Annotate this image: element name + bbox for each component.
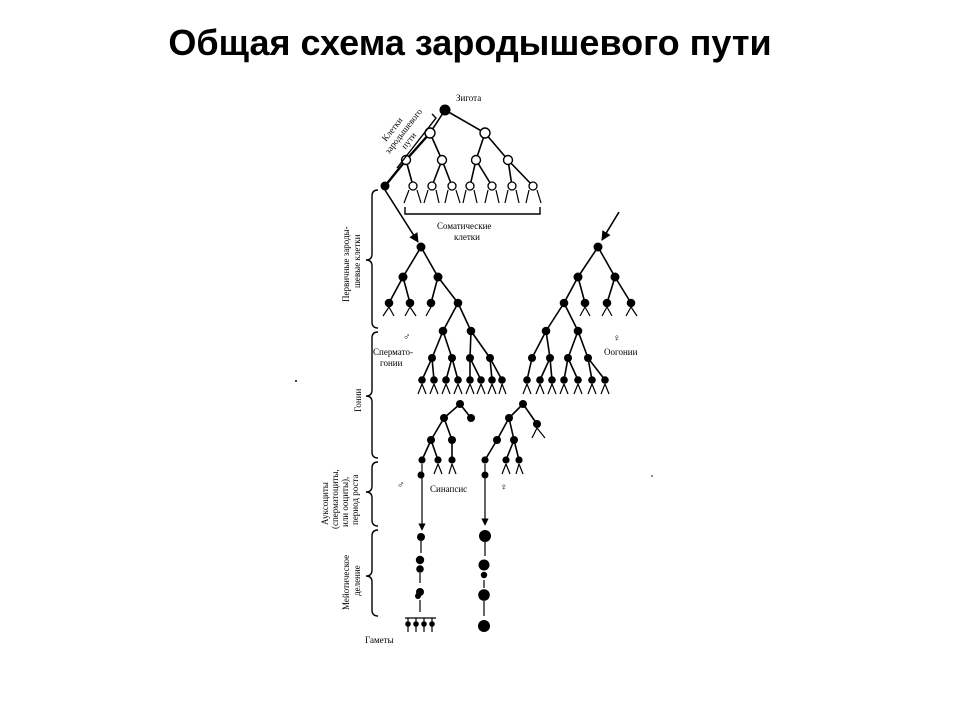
male-lineage	[382, 189, 507, 395]
male-symbol-1: ♂	[403, 332, 411, 343]
female-symbol-1: ♀	[613, 333, 621, 344]
somatic-bracket	[404, 207, 541, 215]
gonia-label: Гонии	[353, 388, 363, 412]
germline-bracket	[396, 113, 437, 169]
auxocytes-label: Ауксоциты (сперматоциты, или ооциты), пе…	[320, 467, 360, 529]
oogonia-label: Оогонии	[604, 347, 638, 357]
meiosis-male	[405, 464, 436, 632]
slide-title: Общая схема зародышевого пути	[168, 22, 772, 63]
spermatogonia-label-1: Сперматo-	[373, 347, 413, 357]
cleavage-tree	[380, 104, 542, 204]
gametes-label: Гаметы	[365, 635, 394, 645]
spermatogonia-label-2: гонии	[380, 358, 403, 368]
zygote-label: Зигота	[456, 93, 481, 103]
synapsis-label: Синапсис	[430, 484, 467, 494]
female-lineage	[522, 211, 638, 395]
somatic-label-1: Соматические	[437, 221, 491, 231]
male-symbol-2: ♂	[397, 480, 405, 491]
meiosis-female	[478, 464, 491, 632]
somatic-label-2: клетки	[454, 232, 480, 242]
gonia-lower	[418, 400, 546, 475]
germline-cells-label: Клетки зародышевого пути	[375, 99, 434, 162]
primary-germ-cells-label: Первичные зароды- шевые клетки	[341, 224, 362, 302]
stage-braces	[365, 189, 379, 617]
zygote-cell	[439, 104, 451, 116]
female-symbol-2: ♀	[500, 482, 508, 493]
meiotic-division-label: Мейотическое деление	[341, 553, 362, 610]
